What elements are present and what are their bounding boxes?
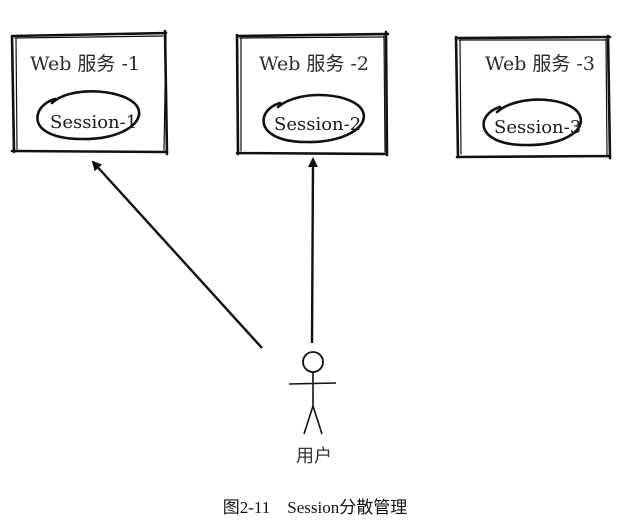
user-stick-figure-icon [288,351,337,435]
user-label: 用户 [296,446,332,467]
session-label-1: Session-1 [50,112,137,133]
session-label-3: Session-3 [494,117,581,138]
figure-caption: 图2-11 Session分散管理 [222,498,408,517]
web-server-box-1: Web 服务 -1 Session-1 [10,29,169,156]
web-server-box-2: Web 服务 -2 Session-2 [235,30,390,157]
request-arrow-to-server-1 [91,160,263,349]
session-label-2: Session-2 [274,114,361,135]
request-arrow-to-server-2 [307,157,318,344]
web-server-box-3: Web 服务 -3 Session-3 [454,34,612,160]
web-server-title-2: Web 服务 -2 [259,53,369,75]
web-server-title-3: Web 服务 -3 [485,53,595,75]
web-server-title-1: Web 服务 -1 [30,53,140,75]
